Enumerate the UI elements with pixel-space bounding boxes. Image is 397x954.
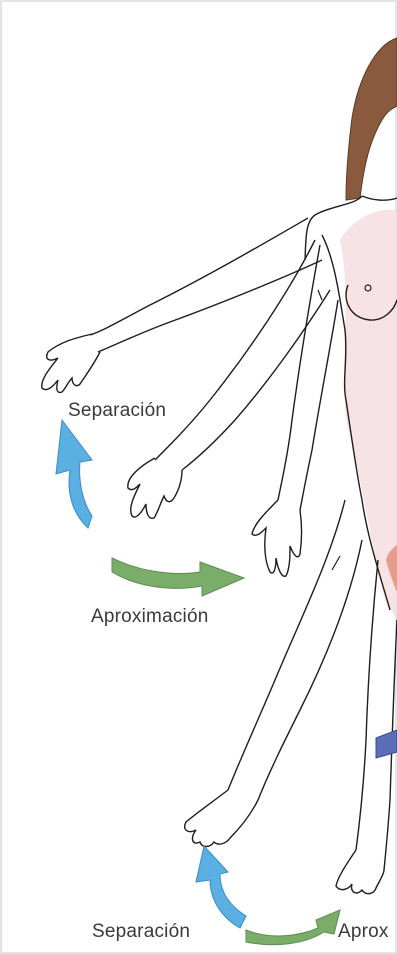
label-separation-upper: Separación (68, 400, 166, 422)
arm-middle (155, 240, 330, 470)
label-approximation-lower: Aprox (338, 921, 389, 943)
arrow-approximation-lower (246, 910, 340, 945)
foot-standing (336, 850, 384, 894)
ankle-band (376, 730, 397, 758)
hand-middle (128, 458, 182, 518)
leg-abducted (228, 500, 362, 800)
arm-abducted (90, 218, 322, 352)
arm-adducted (278, 245, 338, 510)
arrow-separation-upper (56, 420, 92, 528)
label-separation-lower: Separación (92, 921, 190, 943)
arrow-approximation-upper (112, 558, 244, 596)
label-approximation-upper: Aproximación (91, 606, 209, 628)
hand-abducted (42, 334, 100, 392)
hair (346, 38, 397, 200)
arrow-separation-lower (196, 846, 246, 928)
foot-abducted (185, 790, 258, 847)
hand-adducted (252, 500, 302, 576)
